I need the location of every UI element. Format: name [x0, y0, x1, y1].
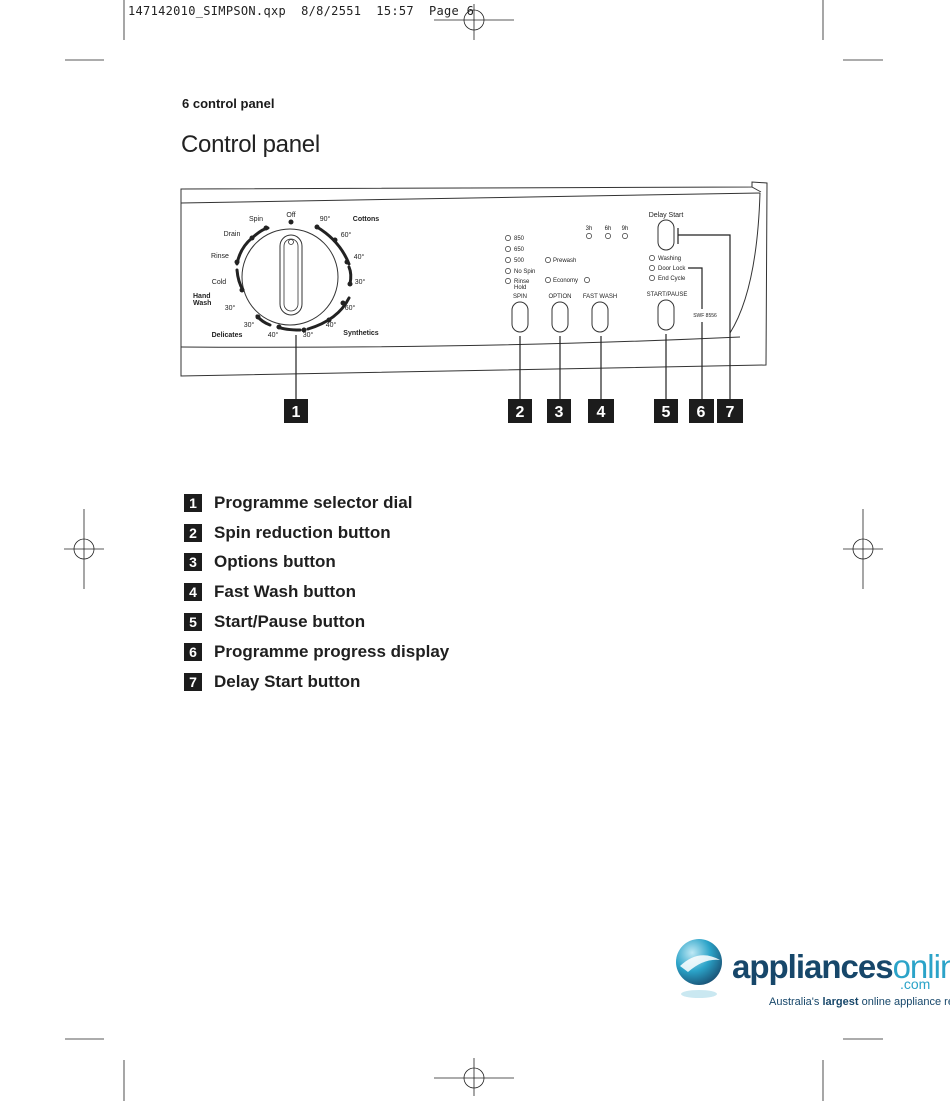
callout-7: 7	[726, 404, 735, 421]
legend-item: 6 Programme progress display	[184, 637, 584, 667]
model-number: SWF 8556	[693, 313, 717, 319]
dial-label-delicates: Delicates	[212, 332, 243, 339]
dial-label-drain: Drain	[224, 231, 241, 238]
logo-tagline: Australia's largest online appliance ret…	[769, 996, 950, 1008]
legend-label: Delay Start button	[214, 671, 361, 691]
logo-domain: .com	[900, 976, 931, 992]
legend-item: 5 Start/Pause button	[184, 607, 584, 637]
dial-label-hand: Hand	[193, 293, 211, 300]
dial-label-del-30: 30°	[244, 321, 255, 329]
tagline-post: online appliance retailer	[861, 996, 950, 1008]
callout-1: 1	[292, 404, 301, 421]
callout-6: 6	[697, 404, 706, 421]
legend-label: Start/Pause button	[214, 612, 366, 632]
dial-label-cottons-30: 30°	[355, 278, 366, 286]
callout-5: 5	[662, 404, 671, 421]
logo-globe-icon	[676, 939, 722, 998]
spin-option: 850	[514, 236, 525, 242]
page-title: Control panel	[181, 131, 320, 158]
delay-time: 6h	[605, 226, 612, 232]
dial-label-hand-30: 30°	[225, 304, 236, 312]
option-button-label: OPTION	[548, 294, 571, 300]
legend-item: 2 Spin reduction button	[184, 518, 584, 548]
callout-4: 4	[597, 404, 606, 421]
dial-label-wash: Wash	[193, 300, 211, 307]
legend-list: 1 Programme selector dial 2 Spin reduction…	[184, 488, 584, 697]
control-panel-illustration: Off Spin Drain Rinse Cold Hand Wash 30° …	[180, 181, 768, 423]
fast-wash-button-label: FAST WASH	[583, 294, 617, 300]
spin-option: Rinse	[514, 279, 530, 285]
dial-label-synth-60: 60°	[345, 304, 356, 312]
legend-label: Spin reduction button	[214, 522, 391, 542]
section-header: 6 control panel	[182, 96, 275, 111]
delay-time: 3h	[586, 226, 593, 232]
spin-button	[511, 301, 529, 333]
delay-start-button	[657, 219, 675, 251]
legend-item: 1 Programme selector dial	[184, 488, 584, 518]
legend-item: 4 Fast Wash button	[184, 577, 584, 607]
dial-label-rinse: Rinse	[211, 253, 229, 260]
programme-dial	[234, 219, 353, 333]
logo-word-bold: appliances	[732, 948, 894, 985]
delay-time: 9h	[622, 226, 629, 232]
legend-label: Programme progress display	[214, 641, 450, 661]
progress-door-lock: Door Lock	[658, 266, 686, 272]
legend-item: 3 Options button	[184, 548, 584, 578]
dial-label-cold: Cold	[212, 279, 227, 286]
dial-label-del-40: 40°	[268, 331, 279, 339]
tagline-pre: Australia's	[769, 996, 823, 1008]
dial-label-cottons-60: 60°	[341, 231, 352, 239]
dial-label-off: Off	[286, 212, 295, 219]
spin-option: No Spin	[514, 269, 535, 275]
legend-item: 7 Delay Start button	[184, 667, 584, 697]
legend-number: 2	[184, 523, 202, 542]
callout-2: 2	[516, 404, 525, 421]
print-slug: 147142010_SIMPSON.qxp 8/8/2551 15:57 Pag…	[128, 4, 475, 18]
fast-wash-button	[591, 301, 609, 333]
spin-option: 500	[514, 258, 525, 264]
spin-option: Hold	[514, 285, 526, 291]
start-pause-button	[657, 299, 675, 331]
dial-label-synth-30: 30°	[303, 331, 314, 339]
legend-label: Fast Wash button	[214, 582, 356, 602]
legend-number: 3	[184, 553, 202, 572]
legend-number: 1	[184, 493, 202, 512]
legend-label: Programme selector dial	[214, 492, 413, 512]
legend-number: 6	[184, 642, 202, 661]
option-prewash: Prewash	[553, 258, 576, 264]
start-pause-button-label: START/PAUSE	[647, 292, 688, 298]
spin-option: 650	[514, 247, 525, 253]
legend-number: 4	[184, 583, 202, 602]
progress-washing: Washing	[658, 256, 681, 262]
option-button	[551, 301, 569, 333]
legend-label: Options button	[214, 552, 336, 572]
dial-label-cottons-90: 90°	[320, 215, 331, 223]
dial-label-cottons: Cottons	[353, 216, 380, 223]
dial-label-synthetics: Synthetics	[343, 330, 379, 337]
delay-start-label: Delay Start	[649, 212, 684, 219]
callout-badges: 1 2 3 4 5 6 7	[284, 399, 743, 423]
callout-3: 3	[555, 404, 564, 421]
appliances-online-logo: appliancesonline .com Australia's larges…	[674, 934, 950, 1014]
logo-wordmark: appliancesonline	[732, 948, 950, 986]
progress-end-cycle: End Cycle	[658, 276, 686, 282]
legend-number: 5	[184, 613, 202, 632]
option-economy: Economy	[553, 278, 578, 284]
spin-button-label: SPIN	[513, 294, 527, 300]
legend-number: 7	[184, 672, 202, 691]
dial-label-cottons-40: 40°	[354, 253, 365, 261]
logo-word-light: online	[892, 948, 950, 985]
dial-label-spin: Spin	[249, 216, 263, 223]
tagline-bold: largest	[822, 996, 859, 1008]
dial-label-synth-40: 40°	[326, 321, 337, 329]
